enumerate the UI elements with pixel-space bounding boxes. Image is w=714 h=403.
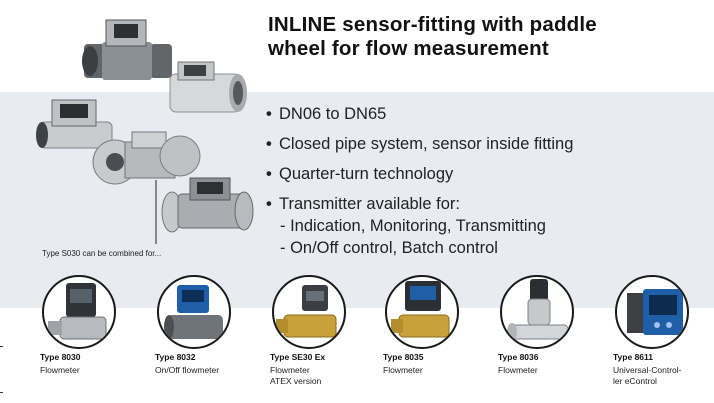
product-desc: Universal-Control-	[613, 365, 682, 375]
sanitary-flowmeter-icon	[507, 279, 569, 341]
feature-item: •DN06 to DN65	[266, 105, 387, 123]
product-image	[42, 275, 116, 349]
controller-icon	[627, 289, 683, 335]
feature-item: •Closed pipe system, sensor inside fitti…	[266, 135, 574, 153]
product-card: Type 8035 Flowmeter	[383, 275, 493, 376]
display-flowmeter-icon	[391, 281, 450, 338]
feature-band	[0, 92, 714, 308]
product-card: Type 8032 On/Off flowmeter	[155, 275, 265, 376]
product-card: Type SE30 Ex Flowmeter ATEX version	[270, 275, 380, 387]
product-image	[615, 275, 689, 349]
product-desc: On/Off flowmeter	[155, 365, 220, 375]
page-title: INLINE sensor-fitting with paddle wheel …	[268, 13, 708, 61]
product-type: Type SE30 Ex	[270, 352, 326, 362]
title-line-2: wheel for flow measurement	[268, 37, 549, 60]
product-image	[385, 275, 459, 349]
product-card: Type 8611 Universal-Control- ler eContro…	[613, 275, 714, 387]
fitting-welded-icon	[36, 99, 113, 149]
onoff-flowmeter-icon	[164, 285, 223, 339]
title-line-1: INLINE sensor-fitting with paddle	[268, 13, 597, 36]
product-desc: Flowmeter	[498, 365, 538, 375]
product-image	[272, 275, 346, 349]
margin-mark	[0, 392, 3, 393]
feature-subitem: - Indication, Monitoring, Transmitting	[280, 217, 546, 235]
product-type: Type 8035	[383, 352, 424, 362]
margin-mark	[0, 346, 3, 347]
product-type: Type 8030	[40, 352, 81, 362]
flowmeter-icon	[48, 283, 107, 340]
product-type: Type 8611	[613, 352, 654, 362]
fittings-photo-icon	[36, 19, 254, 244]
product-desc: Flowmeter	[383, 365, 423, 375]
product-type: Type 8036	[498, 352, 539, 362]
fitting-flange-icon	[92, 131, 201, 244]
feature-list: •DN06 to DN65 •Closed pipe system, senso…	[266, 104, 706, 260]
product-image	[157, 275, 231, 349]
feature-subitem: - On/Off control, Batch control	[280, 239, 498, 257]
product-desc: Flowmeter	[270, 365, 310, 375]
feature-item: •Quarter-turn technology	[266, 165, 454, 183]
product-desc-2: ATEX version	[270, 376, 322, 386]
fitting-clamp-icon	[161, 177, 254, 233]
product-desc: Flowmeter	[40, 365, 80, 375]
fitting-pvc-icon	[82, 19, 172, 80]
atex-flowmeter-icon	[276, 285, 337, 338]
product-type: Type 8032	[155, 352, 196, 362]
product-card: Type 8030 Flowmeter	[40, 275, 150, 376]
feature-item: •Transmitter available for:	[266, 195, 460, 213]
product-card: Type 8036 Flowmeter	[498, 275, 608, 376]
fitting-steel-icon	[169, 61, 247, 113]
product-desc-2: ler eControl	[613, 376, 657, 386]
product-image	[500, 275, 574, 349]
combine-note: Type S030 can be combined for...	[42, 249, 162, 258]
